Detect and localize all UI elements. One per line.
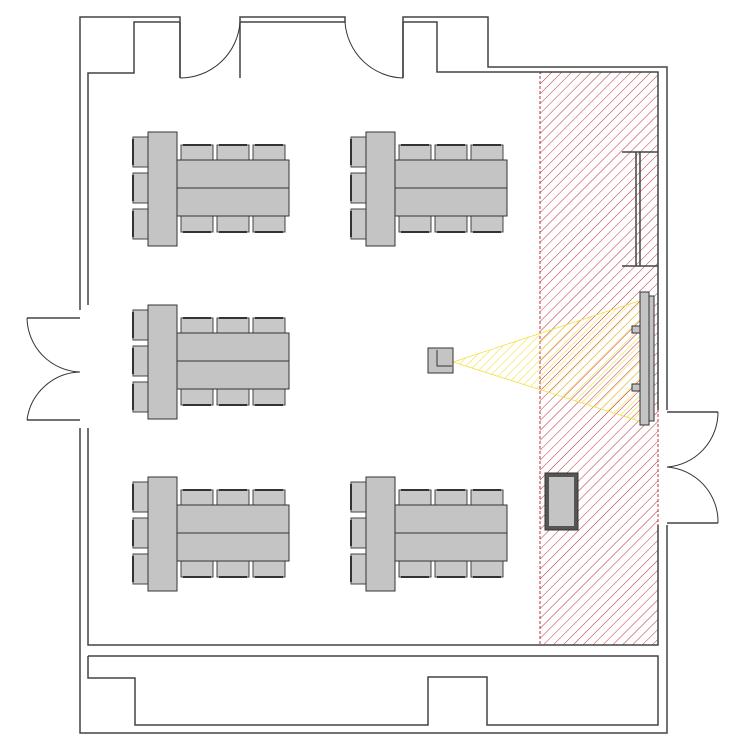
- table: [176, 187, 290, 217]
- chair: [470, 489, 504, 507]
- head-table: [365, 131, 396, 247]
- table-group: [350, 131, 508, 247]
- chair: [180, 144, 214, 162]
- chair: [132, 553, 150, 585]
- chair: [180, 388, 214, 406]
- table: [394, 532, 508, 562]
- table: [176, 532, 290, 562]
- chair: [470, 560, 504, 578]
- chair: [180, 317, 214, 335]
- chair: [398, 215, 432, 233]
- chair: [132, 517, 150, 549]
- table-group: [350, 476, 508, 592]
- chair: [180, 560, 214, 578]
- table: [176, 332, 290, 362]
- chair: [434, 489, 468, 507]
- lectern: [544, 472, 579, 531]
- chair: [132, 345, 150, 377]
- chair: [132, 481, 150, 513]
- chair: [252, 388, 286, 406]
- chair: [132, 172, 150, 204]
- table: [394, 504, 508, 534]
- table-group: [132, 131, 290, 247]
- chair: [216, 215, 250, 233]
- chair: [180, 215, 214, 233]
- chair: [216, 388, 250, 406]
- chair: [216, 560, 250, 578]
- head-table: [147, 476, 178, 592]
- chair: [470, 215, 504, 233]
- chair: [350, 553, 368, 585]
- chair: [398, 489, 432, 507]
- chair: [132, 136, 150, 168]
- chair: [132, 381, 150, 413]
- chair: [350, 517, 368, 549]
- chair: [180, 489, 214, 507]
- head-table: [365, 476, 396, 592]
- chair: [216, 489, 250, 507]
- head-table: [147, 131, 178, 247]
- door-top[interactable]: [179, 21, 404, 79]
- chair: [398, 560, 432, 578]
- chair: [216, 317, 250, 335]
- table-group: [132, 476, 290, 592]
- door-left[interactable]: [26, 317, 81, 421]
- chair: [350, 172, 368, 204]
- chair: [132, 208, 150, 240]
- chair: [470, 144, 504, 162]
- whiteboard: [622, 151, 658, 267]
- projector: [427, 347, 454, 374]
- projection-screen: [631, 291, 655, 426]
- table: [176, 504, 290, 534]
- head-table: [147, 304, 178, 420]
- chair: [252, 560, 286, 578]
- table-group: [132, 304, 290, 420]
- table-groups: [132, 131, 508, 592]
- door-right[interactable]: [666, 411, 719, 524]
- chair: [350, 481, 368, 513]
- table: [394, 187, 508, 217]
- table: [394, 159, 508, 189]
- chair: [350, 136, 368, 168]
- chair: [434, 144, 468, 162]
- chair: [434, 560, 468, 578]
- chair: [252, 489, 286, 507]
- chair: [252, 144, 286, 162]
- chair: [350, 208, 368, 240]
- chair: [434, 215, 468, 233]
- chair: [132, 309, 150, 341]
- chair: [252, 215, 286, 233]
- chair: [252, 317, 286, 335]
- chair: [398, 144, 432, 162]
- table: [176, 360, 290, 390]
- table: [176, 159, 290, 189]
- chair: [216, 144, 250, 162]
